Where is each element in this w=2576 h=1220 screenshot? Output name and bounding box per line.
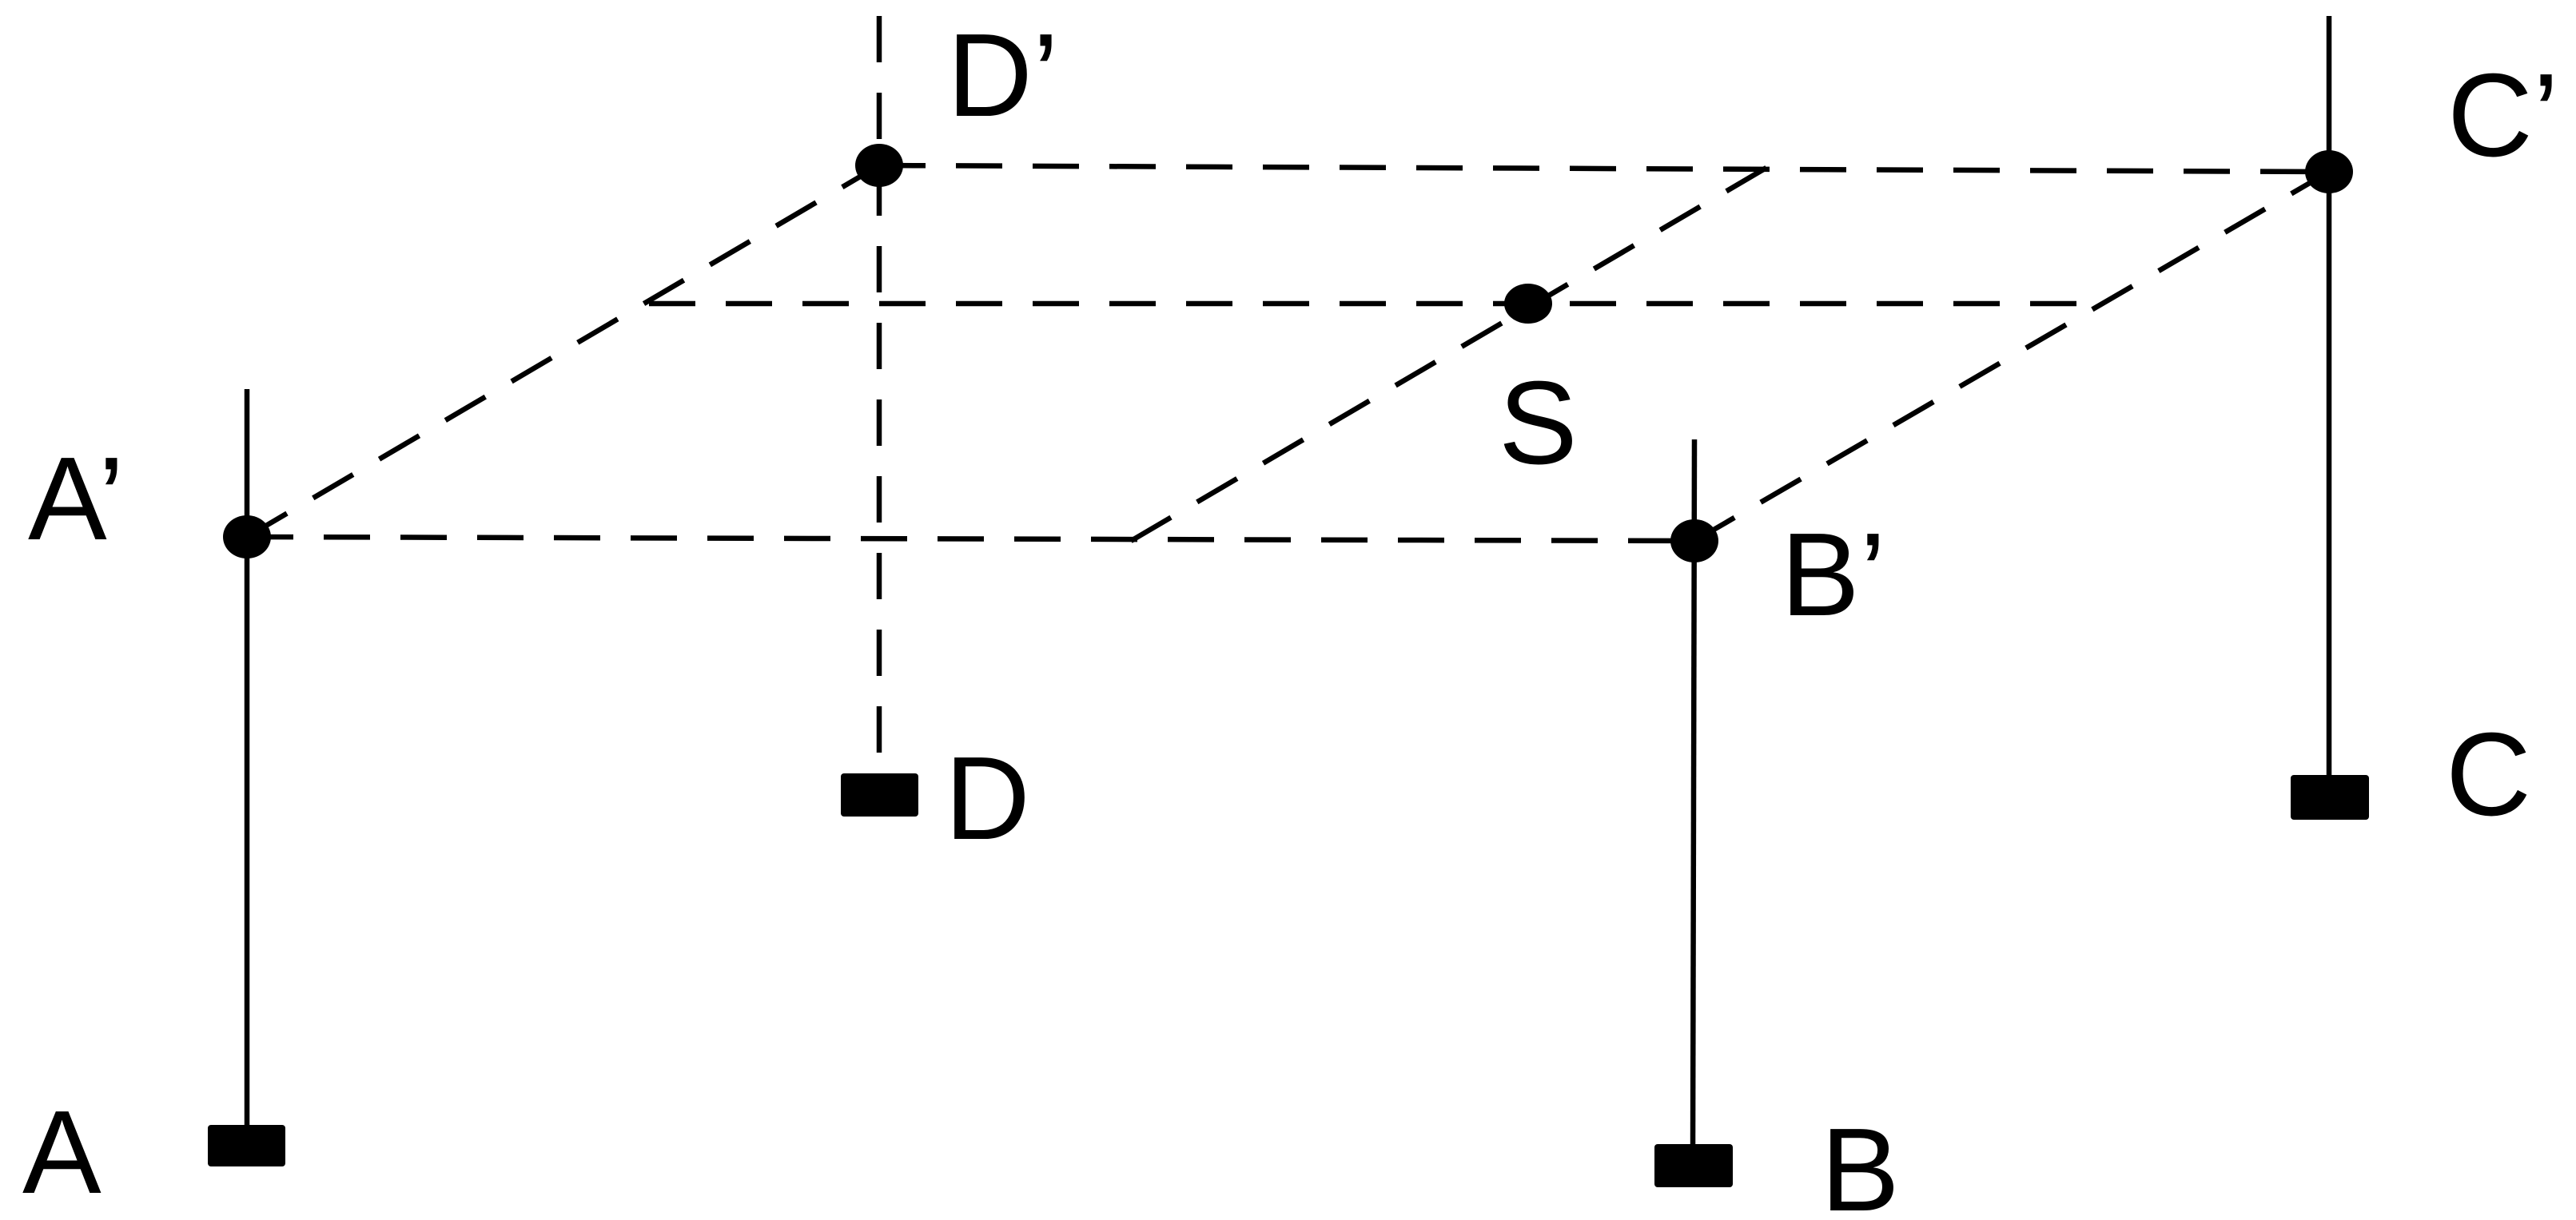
base-b xyxy=(1654,1144,1733,1187)
base-a xyxy=(208,1125,285,1166)
node-a-prime xyxy=(223,515,271,558)
node-s xyxy=(1504,284,1552,324)
diagonal-through-s xyxy=(1129,163,1772,543)
label-s: S xyxy=(1499,357,1578,489)
label-d: D xyxy=(945,733,1030,864)
node-b-prime xyxy=(1670,519,1718,562)
label-b-prime: B’ xyxy=(1781,509,1886,641)
label-a-prime: A’ xyxy=(28,433,125,565)
edge-a-prime-d-prime xyxy=(245,163,881,539)
label-c-prime: C’ xyxy=(2447,50,2559,181)
edge-a-prime-b-prime xyxy=(246,534,1695,544)
label-b: B xyxy=(1821,1104,1900,1220)
label-a: A xyxy=(22,1087,102,1218)
label-d-prime: D’ xyxy=(947,10,1059,141)
node-d-prime xyxy=(855,144,903,187)
edge-d-prime-c-prime xyxy=(878,162,2330,175)
edge-b-prime-c-prime xyxy=(1693,169,2331,543)
base-c xyxy=(2291,775,2369,820)
label-c: C xyxy=(2446,709,2531,840)
node-c-prime xyxy=(2305,150,2353,193)
base-d xyxy=(841,773,918,817)
